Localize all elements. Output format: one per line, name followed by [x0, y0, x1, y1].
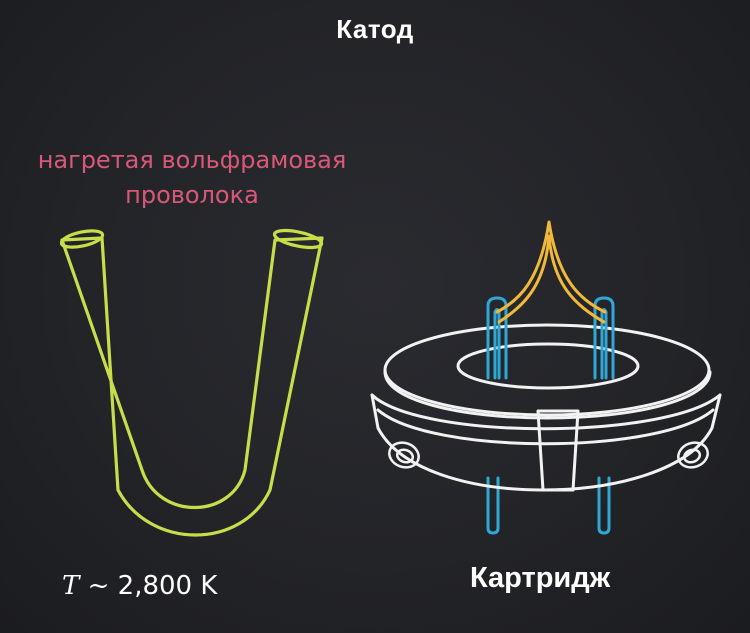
lower-pin-right [597, 476, 611, 535]
cartridge-ring-side [383, 370, 712, 420]
upper-pin-left-inner [493, 308, 501, 380]
upper-pin-right-outer [593, 296, 615, 380]
filament-label: нагретая вольфрамовая проволока [22, 143, 362, 213]
filament-wire [495, 220, 607, 314]
tungsten-filament [59, 228, 324, 537]
filament-wire-inner [497, 234, 606, 324]
cartridge-label: Картридж [470, 562, 611, 594]
temperature-symbol: T [62, 571, 80, 601]
side-port-left [388, 441, 420, 469]
side-port-right [677, 441, 709, 469]
diagram-title: Катод [336, 14, 414, 44]
temperature-label: T ~ 2,800 K [62, 571, 217, 601]
cartridge-rim-lower [376, 408, 715, 446]
filament-label-line2: проволока [125, 181, 259, 209]
filament-right-end [272, 228, 324, 250]
upper-pins [486, 296, 615, 380]
lower-pins [486, 476, 611, 535]
filament-left-end [59, 229, 105, 249]
cartridge [370, 220, 722, 535]
filament-label-line1: нагретая вольфрамовая [37, 146, 347, 174]
cartridge-ring-hole [456, 342, 640, 390]
upper-pin-left-outer [486, 296, 508, 380]
cartridge-ring-top [383, 323, 711, 417]
filament-tube-outline [60, 236, 324, 537]
temperature-value: ~ 2,800 K [87, 571, 218, 601]
lower-pin-left [486, 476, 500, 535]
cartridge-front-clip [536, 409, 580, 492]
cartridge-rim-upper [370, 393, 722, 431]
